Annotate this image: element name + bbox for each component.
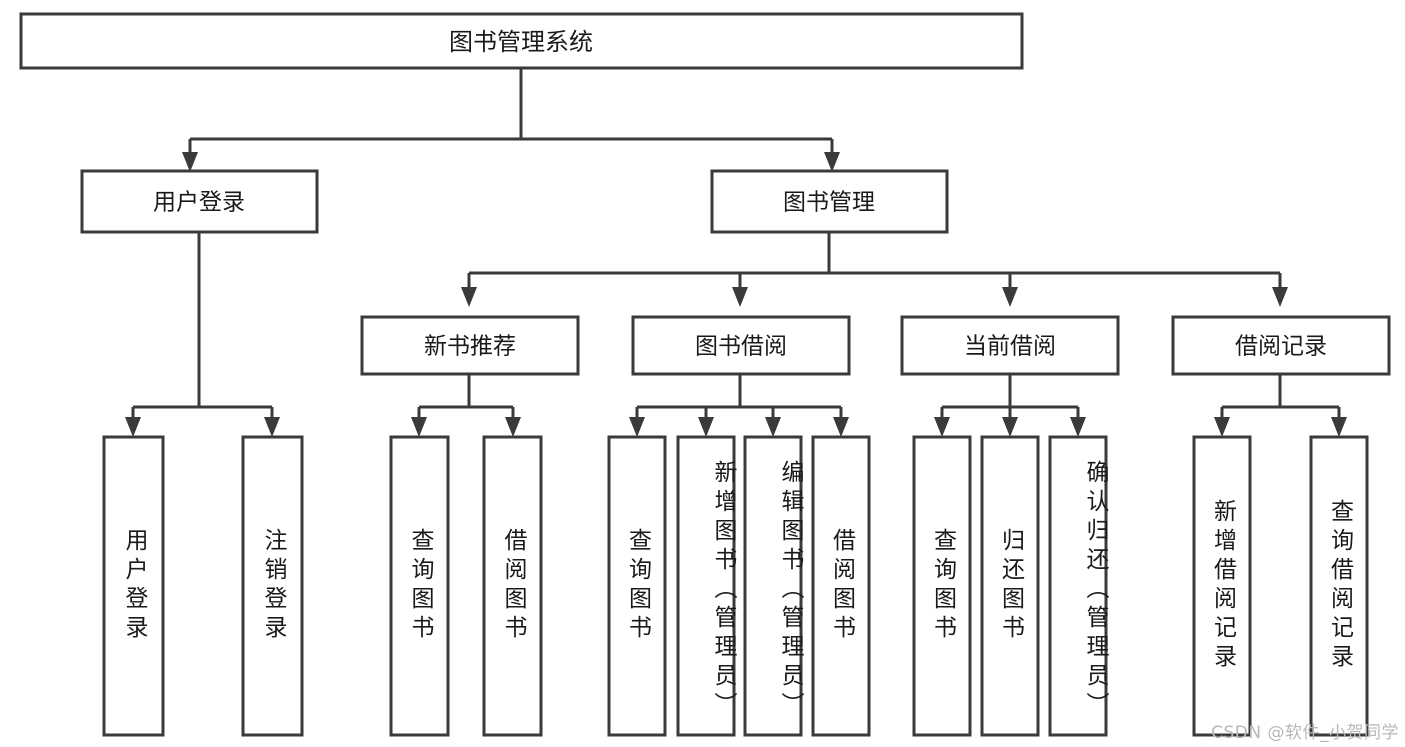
connector-user-login-bus — [131, 232, 274, 423]
connector-book-manage-bus — [467, 232, 1282, 292]
leaf-box-logout[interactable] — [241, 435, 304, 737]
node-current-borrow-box[interactable] — [900, 315, 1120, 376]
node-book-borrow-label: 图书借阅 — [695, 334, 787, 360]
leaf-box-br-query-record[interactable] — [1309, 435, 1369, 737]
leaf-box-cb-return-book[interactable] — [980, 435, 1040, 737]
arrowhead-leaf-bb-add — [698, 417, 714, 437]
node-root-box[interactable] — [19, 12, 1024, 70]
node-book-borrow-box[interactable] — [631, 315, 851, 376]
arrowhead-leaf-bb-edit — [765, 417, 781, 437]
node-book-manage-label: 图书管理 — [783, 190, 875, 216]
arrowhead-borrow-records — [1272, 287, 1288, 307]
node-user-login-box[interactable] — [80, 169, 319, 234]
csdn-watermark: CSDN @软件_小贺同学 — [1211, 723, 1399, 743]
arrowhead-leaf-bb-query — [629, 417, 645, 437]
node-new-book-recommend[interactable]: 新书推荐 — [360, 315, 580, 376]
node-book-manage[interactable]: 图书管理 — [710, 169, 949, 234]
arrowhead-leaf-bb-borrow — [833, 417, 849, 437]
arrowhead-leaf-cb-confirm — [1070, 417, 1086, 437]
connectors — [125, 68, 1347, 437]
arrowhead-leaf-nb-borrow — [505, 417, 521, 437]
node-borrow-records-label: 借阅记录 — [1235, 334, 1327, 360]
leaf-box-nb-query-book[interactable] — [389, 435, 450, 737]
leaf-box-bb-edit-book[interactable] — [743, 435, 803, 737]
arrowhead-book-manage — [824, 152, 840, 172]
leaf-box-bb-borrow-book[interactable] — [811, 435, 871, 737]
node-new-book-recommend-box[interactable] — [360, 315, 580, 376]
leaf-box-nb-borrow-book[interactable] — [482, 435, 543, 737]
arrowhead-leaf-cb-return — [1002, 417, 1018, 437]
connector-root-bus — [188, 68, 834, 158]
node-book-borrow[interactable]: 图书借阅 — [631, 315, 851, 376]
leaf-box-cb-query-book[interactable] — [912, 435, 972, 737]
node-borrow-records[interactable]: 借阅记录 — [1171, 315, 1391, 376]
arrowhead-current-borrow — [1002, 287, 1018, 307]
arrowhead-leaf-br-query — [1331, 417, 1347, 437]
arrowhead-leaf-nb-query — [411, 417, 427, 437]
leaf-box-bb-query-book[interactable] — [607, 435, 667, 737]
node-borrow-records-box[interactable] — [1171, 315, 1391, 376]
connector-new-book-bus — [417, 375, 515, 423]
node-user-login-label: 用户登录 — [153, 190, 245, 216]
node-current-borrow-label: 当前借阅 — [964, 334, 1056, 360]
connector-borrow-records-bus — [1220, 375, 1341, 423]
connector-current-borrow-bus — [940, 375, 1080, 423]
node-current-borrow[interactable]: 当前借阅 — [900, 315, 1120, 376]
node-new-book-recommend-label: 新书推荐 — [424, 334, 516, 360]
node-root-label: 图书管理系统 — [449, 28, 593, 56]
leaf-boxes — [102, 435, 1369, 737]
arrowhead-leaf-logout — [264, 417, 280, 437]
leaf-box-user-login[interactable] — [102, 435, 165, 737]
arrowhead-leaf-br-add — [1214, 417, 1230, 437]
arrowhead-leaf-user-login — [125, 417, 141, 437]
node-user-login[interactable]: 用户登录 — [80, 169, 319, 234]
node-root[interactable]: 图书管理系统 — [19, 12, 1024, 70]
leaf-box-br-add-record[interactable] — [1192, 435, 1252, 737]
connector-book-borrow-bus — [635, 375, 843, 423]
arrowhead-leaf-cb-query — [934, 417, 950, 437]
node-book-manage-box[interactable] — [710, 169, 949, 234]
leaf-box-cb-confirm-return[interactable] — [1048, 435, 1108, 737]
arrowhead-user-login — [182, 152, 198, 172]
arrowhead-new-book — [461, 287, 477, 307]
leaf-box-bb-add-book[interactable] — [676, 435, 736, 737]
arrowhead-book-borrow — [732, 287, 748, 307]
